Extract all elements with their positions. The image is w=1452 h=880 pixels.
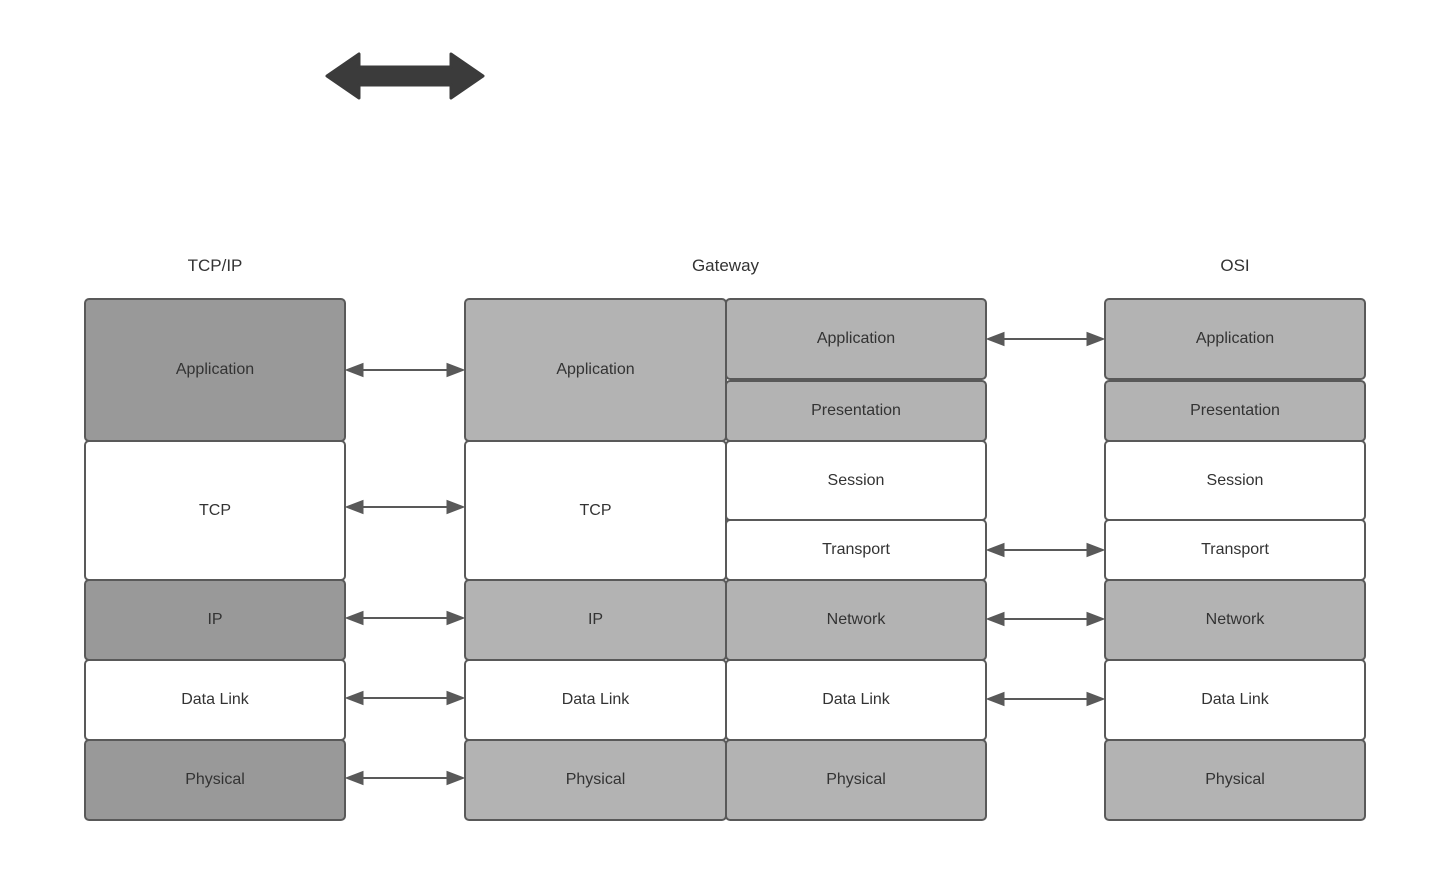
gateway-left-layer-ip[interactable]: IP xyxy=(464,579,727,661)
connector-arrow-tcpip-gateway-data-link xyxy=(344,689,466,707)
gateway-left-layer-data-link[interactable]: Data Link xyxy=(464,659,727,741)
gateway-right-layer-physical[interactable]: Physical xyxy=(725,739,987,821)
osi-layer-application[interactable]: Application xyxy=(1104,298,1366,380)
column-header-gateway: Gateway xyxy=(691,256,760,275)
gateway-right-layer-data-link[interactable]: Data Link xyxy=(725,659,987,741)
osi-layer-physical[interactable]: Physical xyxy=(1104,739,1366,821)
tcpip-layer-data-link[interactable]: Data Link xyxy=(84,659,346,741)
connector-arrow-tcpip-gateway-ip xyxy=(344,609,466,627)
gateway-right-layer-transport[interactable]: Transport xyxy=(725,519,987,581)
gateway-right-layer-session[interactable]: Session xyxy=(725,440,987,521)
connector-arrow-gateway-osi-application xyxy=(985,330,1106,348)
osi-layer-transport[interactable]: Transport xyxy=(1104,519,1366,581)
osi-layer-network[interactable]: Network xyxy=(1104,579,1366,661)
osi-layer-presentation[interactable]: Presentation xyxy=(1104,380,1366,442)
gateway-right-layer-presentation[interactable]: Presentation xyxy=(725,380,987,442)
tcpip-layer-tcp[interactable]: TCP xyxy=(84,440,346,581)
connector-arrow-tcpip-gateway-physical xyxy=(344,769,466,787)
connector-arrow-gateway-osi-network xyxy=(985,610,1106,628)
gateway-right-layer-application[interactable]: Application xyxy=(725,298,987,380)
column-header-tcpip: TCP/IP xyxy=(187,256,243,275)
column-header-osi: OSI xyxy=(1220,256,1250,275)
osi-layer-session[interactable]: Session xyxy=(1104,440,1366,521)
connector-arrow-gateway-osi-data-link xyxy=(985,690,1106,708)
connector-arrow-tcpip-gateway-application xyxy=(344,361,466,379)
tcpip-layer-ip[interactable]: IP xyxy=(84,579,346,661)
gateway-left-layer-application[interactable]: Application xyxy=(464,298,727,442)
gateway-left-layer-tcp[interactable]: TCP xyxy=(464,440,727,581)
connector-arrow-gateway-osi-transport xyxy=(985,541,1106,559)
gateway-left-layer-physical[interactable]: Physical xyxy=(464,739,727,821)
connector-arrow-tcpip-gateway-tcp xyxy=(344,498,466,516)
osi-layer-data-link[interactable]: Data Link xyxy=(1104,659,1366,741)
tcpip-layer-application[interactable]: Application xyxy=(84,298,346,442)
gateway-right-layer-network[interactable]: Network xyxy=(725,579,987,661)
double-headed-block-arrow-icon xyxy=(325,50,485,102)
tcpip-layer-physical[interactable]: Physical xyxy=(84,739,346,821)
